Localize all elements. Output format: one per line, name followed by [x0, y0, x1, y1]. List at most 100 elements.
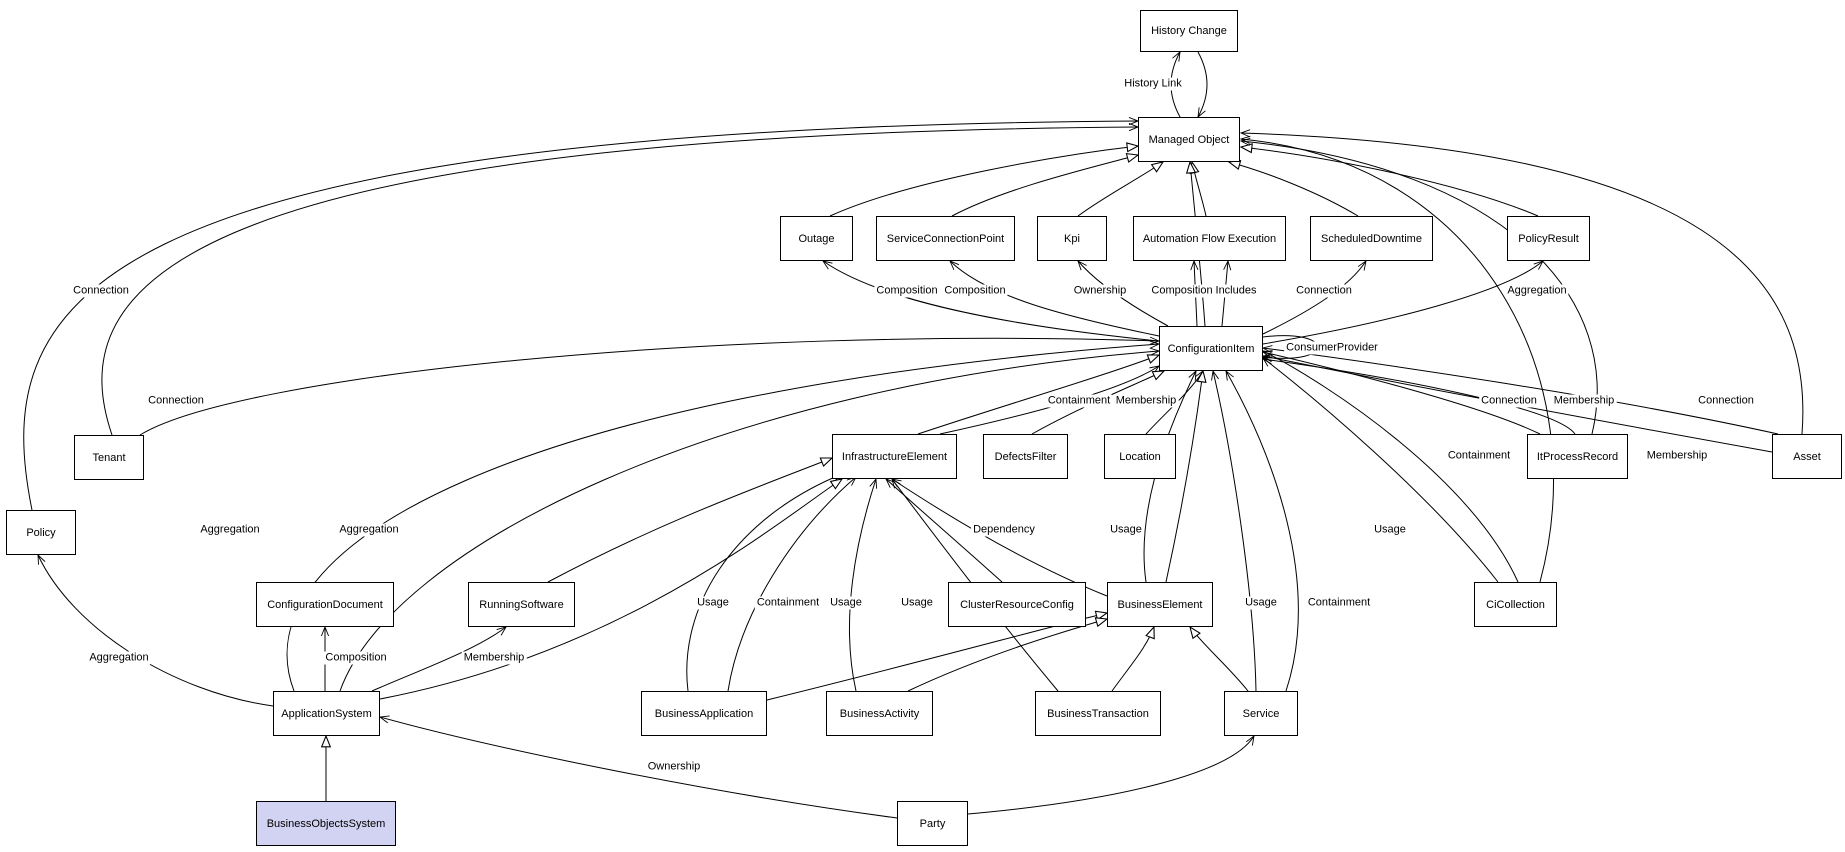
edge-service-to-configurationitem: [1226, 371, 1299, 692]
edge-label-usage: Usage: [828, 596, 864, 610]
edge-label-usage: Usage: [1372, 523, 1408, 537]
node-history-change[interactable]: History Change: [1140, 10, 1238, 52]
node-label-configurationitem: ConfigurationItem: [1167, 342, 1255, 355]
edge-label-composition: Composition: [874, 284, 940, 298]
edge-label-aggregation: Aggregation: [87, 651, 151, 665]
edge-policyresult-to-managed-object: [1241, 147, 1539, 217]
edge-kpi-to-managed-object: [1077, 162, 1163, 217]
edge-label-usage: Usage: [695, 596, 731, 610]
node-label-businessobjectssystem: BusinessObjectsSystem: [266, 817, 386, 830]
node-businessapplication[interactable]: BusinessApplication: [641, 691, 767, 736]
edge-label-dependency: Dependency: [971, 523, 1037, 537]
node-label-outage: Outage: [798, 232, 835, 245]
edge-applicationsystem-to-configurationitem: [339, 351, 1159, 692]
edge-label-containment: Containment: [1305, 596, 1373, 610]
edge-applicationsystem-to-runningsoftware: [371, 627, 506, 692]
edge-label-containment: Containment: [754, 596, 822, 610]
edge-label-aggregation: Aggregation: [198, 523, 262, 537]
node-managed-object[interactable]: Managed Object: [1138, 117, 1240, 162]
edge-configurationitem-to-policyresult: [1262, 261, 1543, 345]
node-asset[interactable]: Asset: [1772, 434, 1842, 479]
node-businessactivity[interactable]: BusinessActivity: [826, 691, 933, 736]
node-scheduleddowntime[interactable]: ScheduledDowntime: [1310, 216, 1433, 261]
edge-label-containment: Containment: [1045, 394, 1113, 408]
node-applicationsystem[interactable]: ApplicationSystem: [273, 691, 380, 736]
node-outage[interactable]: Outage: [780, 216, 853, 261]
node-automation-flow-execution[interactable]: Automation Flow Execution: [1133, 216, 1286, 261]
node-serviceconnectionpoint[interactable]: ServiceConnectionPoint: [876, 216, 1015, 261]
edge-asset-to-managed-object: [1241, 133, 1804, 435]
edge-label-membership: Membership: [1113, 394, 1179, 408]
node-label-history-change: History Change: [1151, 25, 1227, 37]
node-label-scheduleddowntime: ScheduledDowntime: [1321, 232, 1422, 245]
node-label-tenant: Tenant: [92, 451, 126, 464]
edge-label-usage: Usage: [1108, 523, 1144, 537]
edge-itprocessrecord-to-configurationitem: [1263, 352, 1541, 435]
edge-tenant-to-configurationitem: [139, 338, 1159, 436]
edge-party-to-applicationsystem: [380, 717, 898, 819]
node-configurationitem[interactable]: ConfigurationItem: [1159, 326, 1263, 371]
node-label-configurationdocument: ConfigurationDocument: [267, 598, 383, 611]
edge-service-to-configurationitem: [1213, 371, 1257, 692]
edge-tenant-to-managed-object: [101, 127, 1138, 436]
node-label-automation-flow-execution: Automation Flow Execution: [1142, 232, 1277, 245]
node-label-runningsoftware: RunningSoftware: [479, 598, 564, 611]
node-label-kpi: Kpi: [1064, 232, 1080, 245]
edge-runningsoftware-to-infrastructureelement: [547, 458, 832, 583]
node-runningsoftware[interactable]: RunningSoftware: [468, 582, 575, 627]
edge-businesselement-to-configurationitem: [1165, 371, 1203, 583]
node-label-businessactivity: BusinessActivity: [839, 707, 920, 720]
edge-policy-to-managed-object: [23, 121, 1138, 511]
node-label-applicationsystem: ApplicationSystem: [281, 707, 372, 720]
edge-configurationitem-to-outage: [823, 261, 1160, 342]
node-businesselement[interactable]: BusinessElement: [1107, 582, 1213, 627]
node-label-cicollection: CiCollection: [1486, 598, 1545, 611]
edge-label-consumerprovider: ConsumerProvider: [1284, 341, 1380, 355]
edge-label-membership: Membership: [1551, 394, 1617, 408]
node-policyresult[interactable]: PolicyResult: [1507, 216, 1590, 261]
edge-label-connection: Connection: [1479, 394, 1539, 408]
edge-businessapplication-to-infrastructureelement: [686, 473, 842, 692]
node-label-serviceconnectionpoint: ServiceConnectionPoint: [886, 232, 1005, 245]
edge-label-connection: Connection: [1294, 284, 1354, 298]
node-defectsfilter[interactable]: DefectsFilter: [983, 434, 1068, 479]
node-clusterresourceconfig[interactable]: ClusterResourceConfig: [948, 582, 1086, 627]
node-configurationdocument[interactable]: ConfigurationDocument: [256, 582, 394, 627]
edge-label-connection: Connection: [1696, 394, 1756, 408]
node-businesstransaction[interactable]: BusinessTransaction: [1035, 691, 1161, 736]
edge-label-composition: Composition: [323, 651, 389, 665]
node-label-party: Party: [919, 817, 946, 830]
node-tenant[interactable]: Tenant: [74, 435, 144, 480]
node-location[interactable]: Location: [1104, 434, 1176, 479]
edge-label-ownership: Ownership: [1071, 284, 1129, 298]
node-businessobjectssystem[interactable]: BusinessObjectsSystem: [256, 801, 396, 846]
edge-label-composition: Composition: [1149, 284, 1215, 298]
edge-cicollection-to-configurationitem: [1263, 358, 1499, 583]
node-label-asset: Asset: [1793, 450, 1821, 463]
node-label-itprocessrecord: ItProcessRecord: [1536, 450, 1619, 463]
node-kpi[interactable]: Kpi: [1037, 216, 1107, 261]
edge-clusterresourceconfig-to-infrastructureelement: [886, 479, 1003, 583]
node-label-businessapplication: BusinessApplication: [654, 707, 754, 720]
node-infrastructureelement[interactable]: InfrastructureElement: [832, 434, 957, 479]
edge-businessactivity-to-infrastructureelement: [848, 479, 876, 692]
node-itprocessrecord[interactable]: ItProcessRecord: [1527, 434, 1628, 479]
edge-label-aggregation: Aggregation: [1505, 284, 1569, 298]
edge-configurationitem-to-serviceconnectionpoint: [950, 261, 1160, 337]
edge-label-aggregation: Aggregation: [337, 523, 401, 537]
edge-label-composition: Composition: [942, 284, 1008, 298]
node-label-defectsfilter: DefectsFilter: [994, 450, 1057, 463]
edge-label-membership: Membership: [461, 651, 527, 665]
node-party[interactable]: Party: [897, 801, 968, 846]
node-policy[interactable]: Policy: [6, 510, 76, 555]
edge-applicationsystem-to-infrastructureelement: [379, 479, 842, 700]
node-label-clusterresourceconfig: ClusterResourceConfig: [960, 598, 1074, 611]
edge-label-usage: Usage: [899, 596, 935, 610]
edge-serviceconnectionpoint-to-managed-object: [951, 155, 1138, 217]
node-service[interactable]: Service: [1224, 691, 1298, 736]
edge-label-history-link: History Link: [1122, 77, 1184, 91]
edge-businessapplication-to-infrastructureelement: [727, 477, 856, 692]
node-cicollection[interactable]: CiCollection: [1474, 582, 1557, 627]
